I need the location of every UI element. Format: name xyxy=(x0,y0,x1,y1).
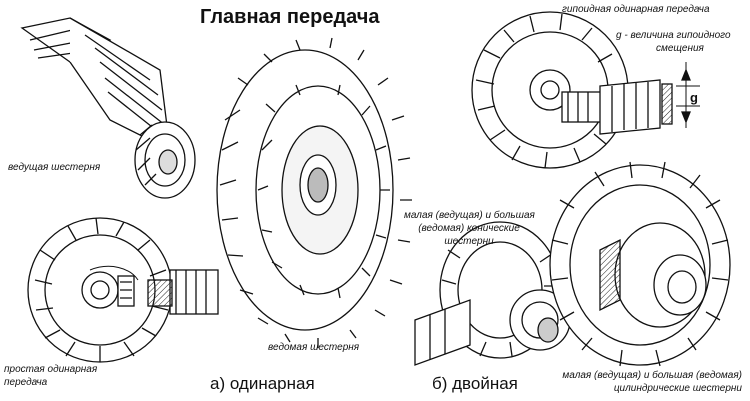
label-bevel-line2: (ведомая) конические xyxy=(418,223,520,234)
page-title: Главная передача xyxy=(200,6,380,28)
driven-gear-figure xyxy=(216,37,412,348)
label-spur-line1: малая (ведущая) и большая (ведомая) xyxy=(562,370,742,381)
label-driven-gear: ведомая шестерня xyxy=(268,342,360,353)
label-offset-symbol: g xyxy=(690,90,698,105)
label-bevel-line3: шестерни xyxy=(444,236,494,247)
label-hypoid-offset-line1: g - величина гипоидного xyxy=(616,30,731,41)
drive-gear-figure xyxy=(20,17,196,199)
label-hypoid-offset-line2: смещения xyxy=(656,43,704,54)
label-drive-gear: ведущая шестерня xyxy=(8,162,101,173)
hypoid-gear-figure xyxy=(471,11,700,169)
caption-double: б) двойная xyxy=(432,374,518,393)
caption-single: а) одинарная xyxy=(210,374,315,393)
double-gear-figure xyxy=(414,161,731,367)
simple-single-gear-figure xyxy=(27,217,219,363)
label-bevel-line1: малая (ведущая) и большая xyxy=(404,210,535,221)
label-simple-single-line2: передача xyxy=(4,377,48,388)
label-hypoid-title: гипоидная одинарная передача xyxy=(562,4,710,15)
label-simple-single-line1: простая одинарная xyxy=(4,364,98,375)
label-spur-line2: цилиндрические шестерни xyxy=(613,383,742,394)
